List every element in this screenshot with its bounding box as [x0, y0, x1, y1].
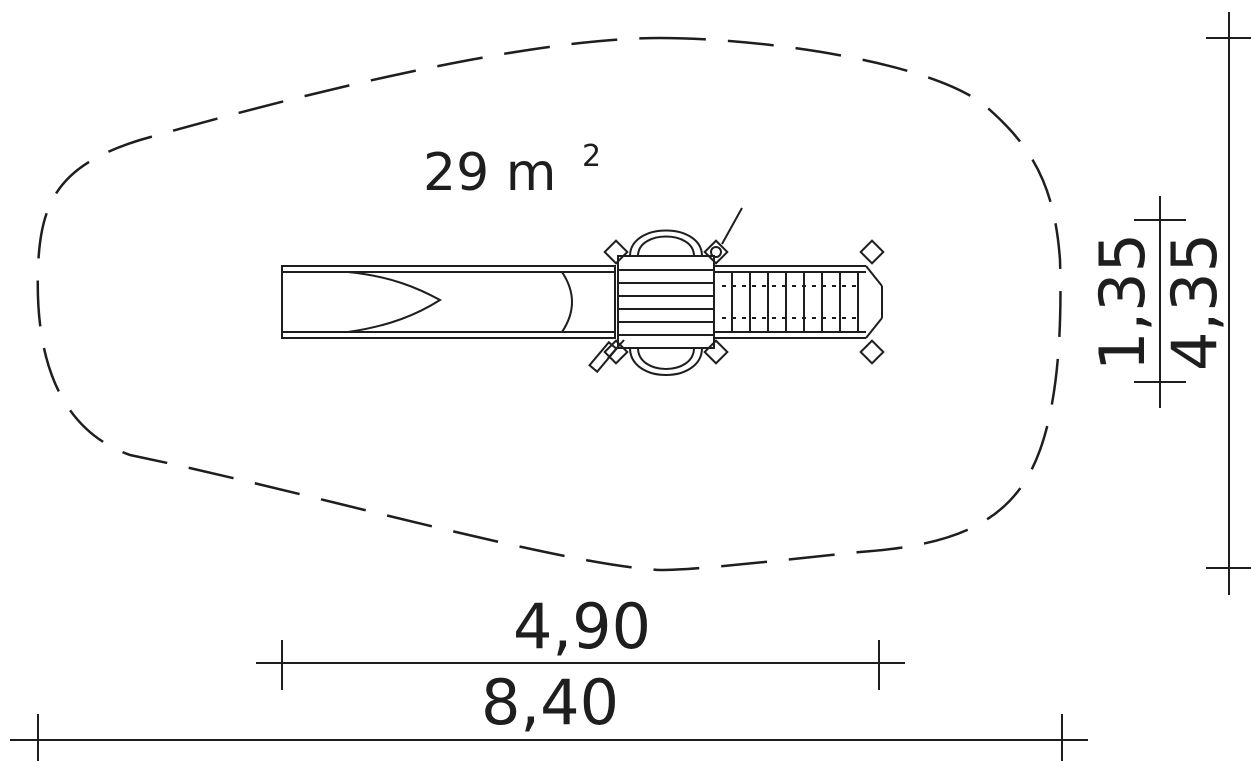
- dimension-inner-height-label: 1,35: [1086, 233, 1159, 371]
- ladder: [714, 239, 885, 365]
- safety-zone-outline: [36, 36, 1062, 572]
- tower-platform: [588, 207, 743, 376]
- area-unit-superscript: 2: [582, 139, 601, 174]
- dimension-inner-width: [256, 640, 905, 690]
- area-label: 29 m: [423, 143, 556, 203]
- playground-equipment: [281, 207, 885, 376]
- dimension-inner-height: [1134, 196, 1186, 408]
- dimension-outer-height: [1206, 12, 1251, 595]
- dimension-outer-width-label: 8,40: [481, 666, 619, 739]
- slide: [281, 265, 616, 339]
- dimension-inner-width-label: 4,90: [513, 590, 651, 663]
- dimension-outer-width: [10, 714, 1088, 761]
- dimension-outer-height-label: 4,35: [1158, 233, 1231, 371]
